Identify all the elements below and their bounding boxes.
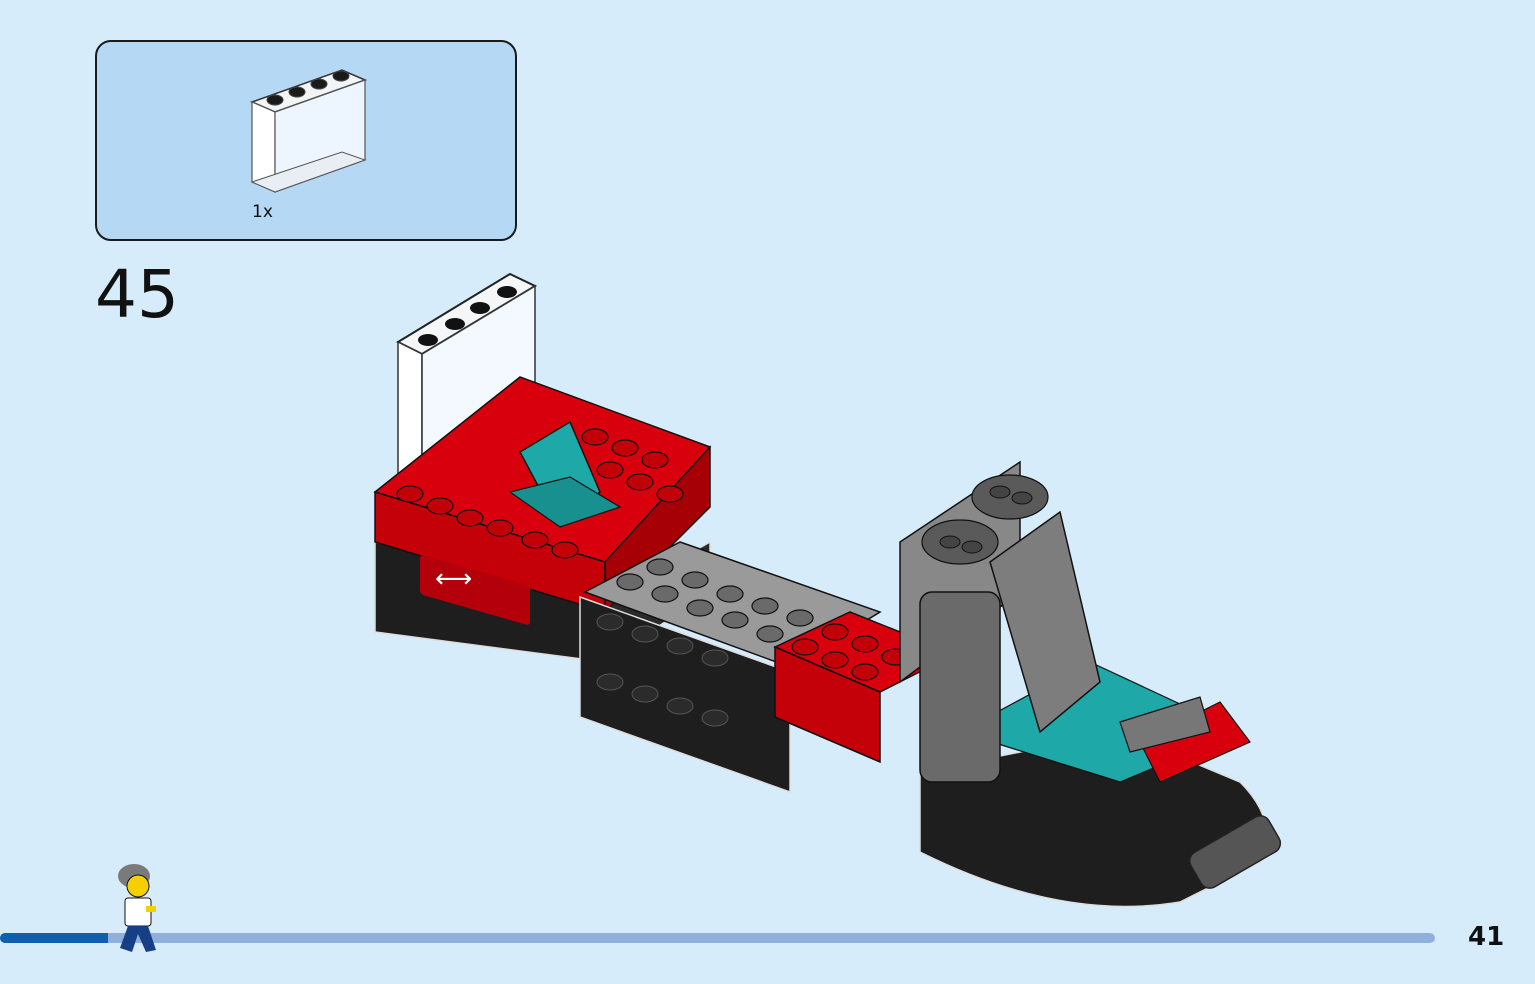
part-quantity: 1x [252, 202, 273, 222]
step-number: 45 [95, 256, 179, 333]
build-model-illustration: ⟷ [373, 272, 1282, 908]
parts-callout: 1x [95, 40, 517, 241]
minifigure-runner-icon [118, 864, 156, 952]
new-transparent-panel [395, 272, 538, 494]
progress-fill [0, 933, 108, 943]
transparent-panel-1x4x3-icon [249, 69, 367, 193]
page-number: 41 [1468, 922, 1505, 952]
svg-text:⟷: ⟷ [435, 564, 472, 594]
progress-track [0, 933, 1435, 943]
